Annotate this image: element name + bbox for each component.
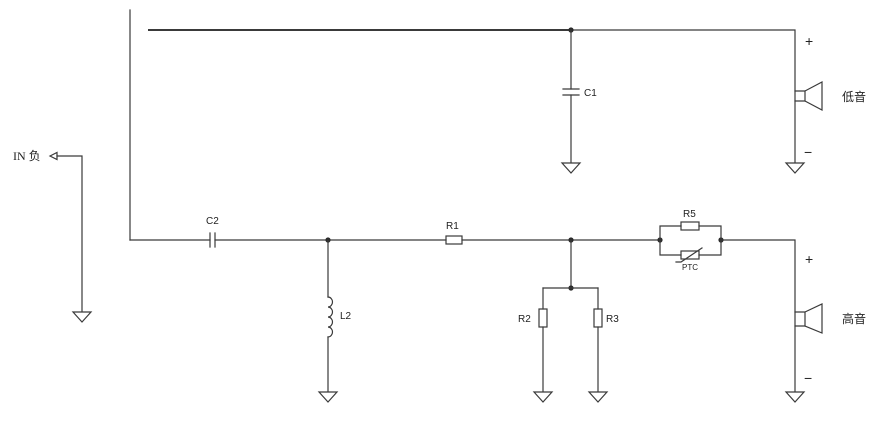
speaker-icon <box>794 311 806 327</box>
c1-label: C1 <box>584 88 597 99</box>
capacitor-c2: C2 <box>129 216 447 248</box>
r5-lead-left <box>659 225 682 241</box>
r5-ptc-network: R5 PTC <box>657 209 724 272</box>
capacitor-c1: C1 <box>560 29 597 174</box>
r5-label: R5 <box>683 209 696 220</box>
ground-icon <box>587 391 609 403</box>
capacitor-icon <box>562 88 580 96</box>
input-negative-terminal: IN 负 <box>13 149 93 323</box>
ground-icon <box>784 391 806 403</box>
tweeter-output: + 高音 − <box>720 239 866 403</box>
speaker-cone-icon <box>804 81 823 111</box>
tweeter-label: 高音 <box>842 311 866 326</box>
ptc-label: PTC <box>682 263 698 272</box>
l2-label: L2 <box>340 311 352 322</box>
r3-label: R3 <box>606 314 619 325</box>
r1-label: R1 <box>446 221 459 232</box>
speaker-icon <box>794 90 806 102</box>
resistor-r1: R1 <box>445 221 661 245</box>
inductor-l2: L2 <box>317 239 352 403</box>
capacitor-icon <box>209 232 216 248</box>
r2-label: R2 <box>518 314 531 325</box>
ground-icon <box>532 391 554 403</box>
speaker-cone-icon <box>804 303 823 334</box>
resistor-icon <box>538 308 548 328</box>
positive-bus <box>129 9 796 241</box>
tweeter-feed-wire <box>720 239 796 313</box>
ptc-lead-right <box>698 239 722 256</box>
resistor-r2-r3-network: R2 R3 <box>518 239 619 403</box>
woofer-minus-sign: − <box>804 144 812 160</box>
resistor-icon <box>593 308 603 328</box>
woofer-output: + 低音 − <box>784 33 866 174</box>
woofer-plus-sign: + <box>805 33 813 49</box>
tweeter-minus-sign: − <box>804 370 812 386</box>
inductor-icon <box>327 296 334 338</box>
ground-icon <box>560 162 582 174</box>
c2-label: C2 <box>206 216 219 227</box>
low-branch-bus <box>570 29 796 92</box>
resistor-icon <box>445 235 463 245</box>
tweeter-plus-sign: + <box>805 251 813 267</box>
ptc-lead-left <box>659 239 682 256</box>
ground-icon <box>317 391 339 403</box>
input-arrow-icon <box>48 151 58 161</box>
woofer-label: 低音 <box>842 89 866 104</box>
input-negative-label: IN 负 <box>13 149 41 163</box>
ground-icon <box>784 162 806 174</box>
ground-icon <box>71 311 93 323</box>
input-negative-wire <box>56 155 83 313</box>
r5-lead-right <box>698 225 722 241</box>
resistor-icon <box>680 221 700 231</box>
ptc-slash-icon <box>675 247 703 263</box>
